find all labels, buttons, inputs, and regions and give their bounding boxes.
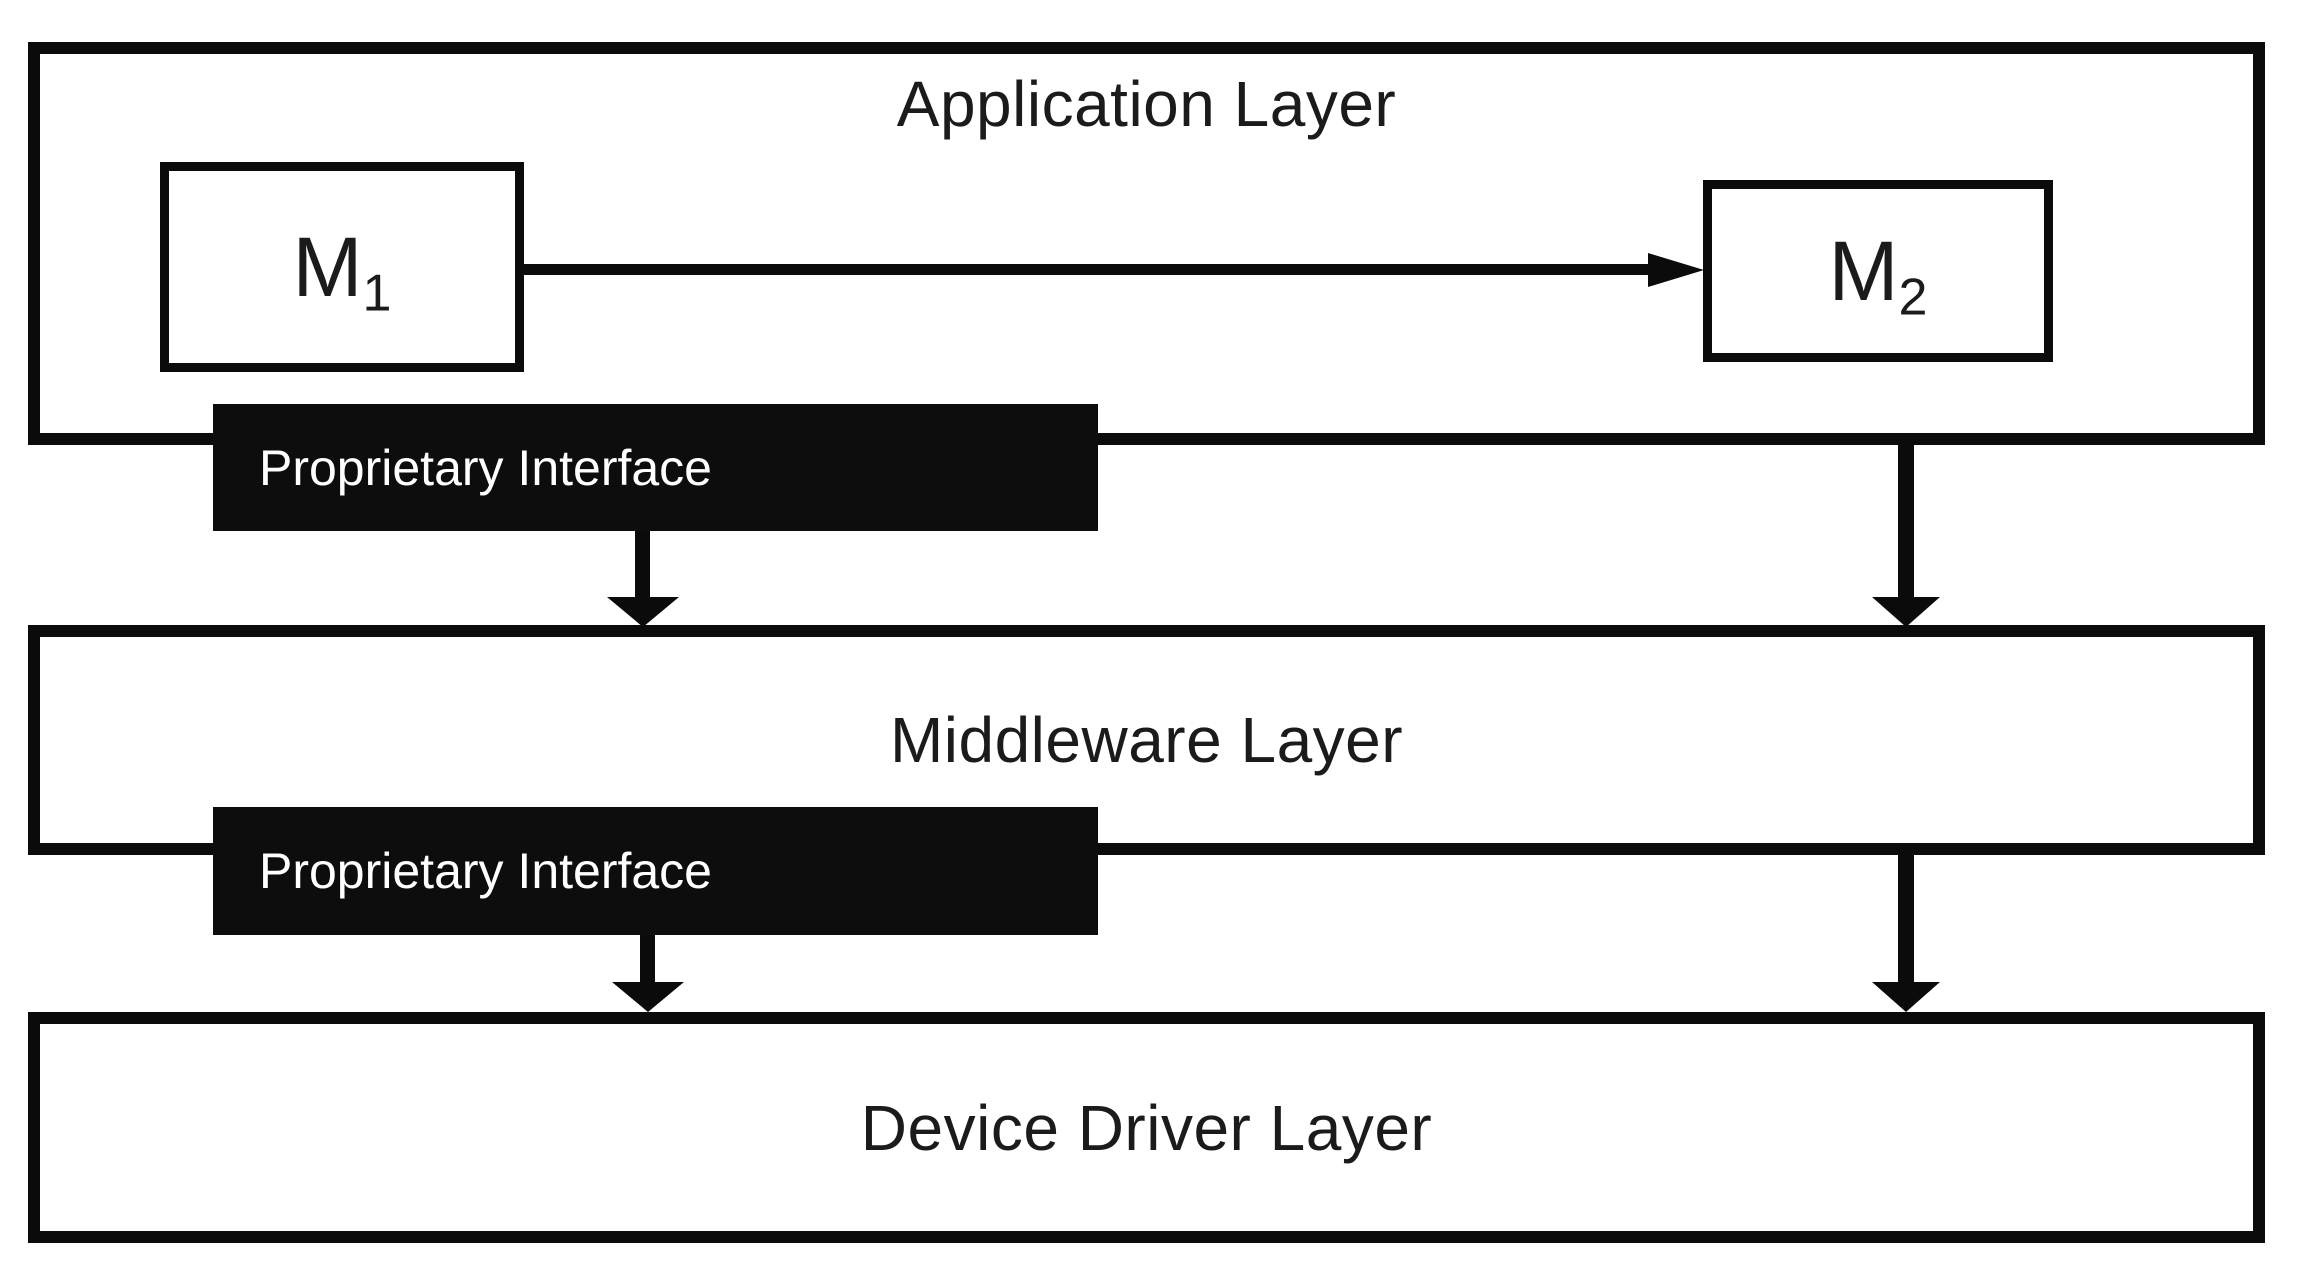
interface1-to-middleware-arrow-head-icon [607,597,679,627]
m1-to-m2-arrow-head-icon [1648,253,1704,287]
device-driver-layer-box: Device Driver Layer [28,1012,2265,1243]
module-m1-subscript: 1 [362,264,392,323]
module-m1-box: M1 [160,162,524,372]
proprietary-interface-2-label: Proprietary Interface [259,843,712,899]
middleware-layer-title: Middleware Layer [889,704,1404,776]
interface1-to-middleware-arrow-line [635,531,650,599]
module-m1-label: M1 [293,225,392,320]
application-layer-title: Application Layer [896,68,1397,140]
interface2-to-devicedriver-arrow-line [640,935,655,984]
proprietary-interface-bar-1: Proprietary Interface [213,404,1098,531]
middleware-layer-box: Middleware Layer [28,625,2265,855]
module-m2-box: M2 [1703,180,2053,362]
m1-to-m2-arrow-line [524,264,1650,275]
device-driver-layer-title: Device Driver Layer [860,1091,1433,1164]
module-m2-subscript: 2 [1898,268,1928,327]
module-m1-base: M [292,220,363,314]
interface2-to-devicedriver-arrow-head-icon [612,982,684,1012]
middleware-to-devicedriver-arrow-head-icon [1872,982,1940,1012]
proprietary-interface-1-label: Proprietary Interface [259,439,712,496]
middleware-to-devicedriver-arrow-line [1898,855,1914,984]
m2-to-middleware-arrow-line [1898,437,1914,599]
module-m2-base: M [1828,224,1899,318]
m2-to-middleware-arrow-head-icon [1872,597,1940,627]
proprietary-interface-bar-2: Proprietary Interface [213,807,1098,935]
module-m2-label: M2 [1829,229,1928,324]
